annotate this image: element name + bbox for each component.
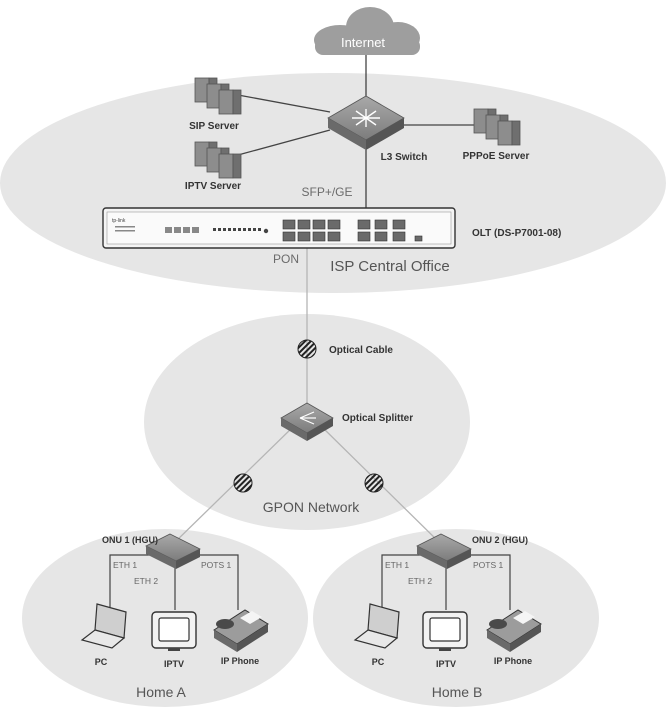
pc-a-icon bbox=[80, 603, 127, 649]
l3-switch-label: L3 Switch bbox=[381, 152, 428, 163]
uplink-label: SFP+/GE bbox=[301, 185, 352, 199]
home-a-label: Home A bbox=[136, 684, 186, 700]
iptv-a-icon bbox=[151, 611, 197, 651]
optical-splitter-icon bbox=[280, 402, 334, 441]
pon-label: PON bbox=[273, 252, 299, 266]
olt-brand-text: tp-link bbox=[112, 218, 126, 224]
optical-cable-marker-b-icon bbox=[364, 473, 384, 493]
pppoe-server-label: PPPoE Server bbox=[463, 151, 530, 162]
pppoe-server-icon bbox=[473, 108, 521, 146]
onu-2-icon bbox=[416, 533, 472, 569]
onu-2-eth2-label: ETH 2 bbox=[408, 576, 432, 586]
optical-cable-marker-icon bbox=[297, 339, 317, 359]
pc-b-icon bbox=[353, 603, 400, 649]
ip-phone-a-label: IP Phone bbox=[221, 656, 259, 666]
iptv-a-label: IPTV bbox=[164, 659, 184, 669]
uplink-ports bbox=[357, 219, 423, 242]
onu-1-pots1-label: POTS 1 bbox=[201, 560, 232, 570]
optical-cable-label: Optical Cable bbox=[329, 345, 393, 356]
olt-label: OLT (DS-P7001-08) bbox=[472, 228, 561, 239]
home-lines bbox=[109, 554, 511, 612]
iptv-b-label: IPTV bbox=[436, 659, 456, 669]
iptv-server-label: IPTV Server bbox=[185, 181, 241, 192]
pc-b-label: PC bbox=[372, 657, 385, 667]
l3-switch-icon bbox=[327, 95, 405, 150]
optical-splitter-label: Optical Splitter bbox=[342, 413, 413, 424]
internet-label: Internet bbox=[341, 35, 385, 50]
onu-1-label: ONU 1 (HGU) bbox=[102, 535, 158, 545]
pc-a-label: PC bbox=[95, 657, 108, 667]
olt-device-icon: tp-link bbox=[102, 207, 456, 249]
ip-phone-a-icon bbox=[213, 609, 269, 652]
onu-2-label: ONU 2 (HGU) bbox=[472, 535, 528, 545]
onu-1-eth1-label: ETH 1 bbox=[113, 560, 137, 570]
sip-server-label: SIP Server bbox=[189, 121, 239, 132]
optical-cable-marker-a-icon bbox=[233, 473, 253, 493]
ip-phone-b-icon bbox=[486, 609, 542, 652]
iptv-b-icon bbox=[422, 611, 468, 651]
onu-1-eth2-label: ETH 2 bbox=[134, 576, 158, 586]
onu-2-eth1-label: ETH 1 bbox=[385, 560, 409, 570]
isp-office-label: ISP Central Office bbox=[330, 258, 450, 275]
ip-phone-b-label: IP Phone bbox=[494, 656, 532, 666]
gpon-network-label: GPON Network bbox=[263, 499, 360, 515]
home-b-label: Home B bbox=[432, 684, 483, 700]
onu-1-icon bbox=[145, 533, 201, 569]
pon-ports bbox=[282, 219, 341, 242]
sip-server-icon bbox=[194, 77, 242, 115]
internet-cloud: Internet bbox=[314, 7, 420, 55]
onu-2-pots1-label: POTS 1 bbox=[473, 560, 504, 570]
iptv-server-icon bbox=[194, 141, 242, 179]
